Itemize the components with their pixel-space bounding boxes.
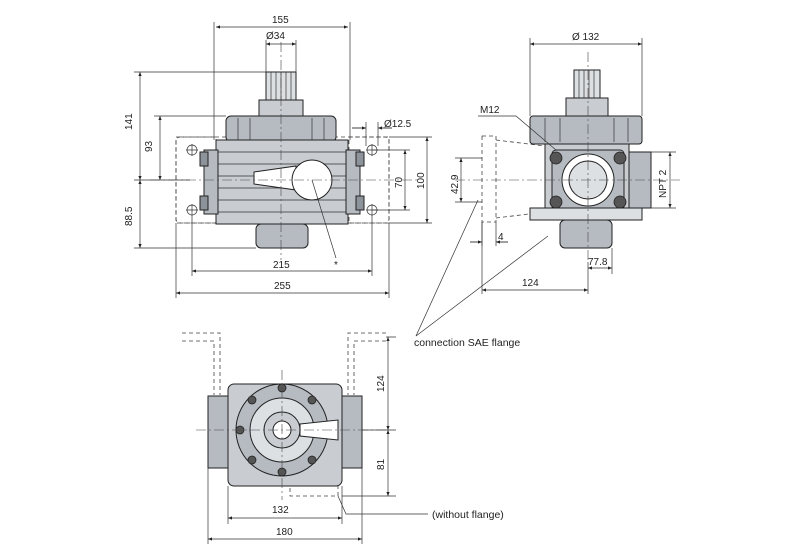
dim-34-label: Ø34 [266, 31, 285, 42]
note-without-flange: (without flange) [432, 509, 504, 521]
dim-141-label: 141 [124, 113, 135, 130]
front-cover-ribs [237, 118, 325, 140]
dim-4-label: 4 [498, 232, 504, 243]
dim-885-label: 88.5 [124, 206, 135, 226]
front-port-right-nut-bottom [355, 195, 365, 211]
dim-255-label: 255 [274, 281, 291, 292]
dim-npt-label: NPT 2 [658, 169, 669, 198]
side-flange-dashed-lines [495, 139, 546, 219]
front-asterisk-leader [311, 179, 337, 259]
bottom-bracket-right [347, 332, 386, 395]
side-shaft [573, 69, 601, 99]
dim-215-label: 215 [273, 260, 290, 271]
side-shaft-splines [578, 70, 595, 98]
dim-right-ext [372, 136, 432, 224]
note-connection-sae: connection SAE flange [414, 337, 520, 349]
side-bolt-2 [613, 151, 627, 165]
sae-leader-2 [415, 235, 549, 337]
side-shaft-collar [565, 97, 609, 117]
dim-125-ext [365, 122, 379, 146]
m12-label: M12 [480, 105, 500, 116]
front-bottom-boss [255, 223, 309, 249]
dim-180-label: 180 [276, 527, 293, 538]
dim-778-label: 77.8 [588, 257, 608, 268]
dim-70-label: 70 [394, 176, 405, 188]
front-port-right-nut-top [355, 151, 365, 167]
dim-100-label: 100 [416, 172, 427, 189]
dim-155-label: 155 [272, 15, 289, 26]
side-bolt-3 [549, 195, 563, 209]
without-flange-leader [337, 495, 428, 515]
side-bottom-boss [559, 219, 613, 249]
dim-132b-label: 132 [272, 505, 289, 516]
dim-429-label: 42.9 [450, 174, 461, 194]
dim-81-label: 81 [376, 458, 387, 470]
side-bolt-1 [549, 151, 563, 165]
side-cover-ribs [544, 118, 629, 142]
front-port-left-nut-bottom [199, 195, 209, 211]
dim-132s-ext [529, 38, 643, 116]
bottom-view: 124 81 132 180 (without flange) [182, 332, 504, 544]
dim-155-ext [213, 22, 351, 140]
dim-npt-ext [651, 151, 676, 209]
dim-132s-label: Ø 132 [572, 32, 600, 43]
dim-124b-label: 124 [376, 375, 387, 392]
dim-left-ext [134, 71, 266, 249]
side-cover [529, 115, 643, 145]
dim-124s-label: 124 [522, 278, 539, 289]
side-flange-dashed [481, 135, 497, 223]
m12-leader [478, 115, 557, 151]
dim-125-label: Ø12.5 [384, 119, 412, 130]
front-view: * 155 Ø34 141 93 88.5 Ø12.5 70 100 215 [124, 15, 432, 298]
sae-leader-1 [415, 199, 479, 337]
dim-93-label: 93 [144, 140, 155, 152]
side-bolt-4 [613, 195, 627, 209]
side-bottom-plate [529, 207, 643, 221]
front-asterisk: * [334, 260, 338, 271]
dim-bottom-ext [175, 216, 390, 298]
bottom-bracket-left [182, 332, 221, 395]
side-view: Ø 132 M12 42.9 NPT 2 4 77.8 124 [450, 32, 680, 294]
front-port-left-nut-top [199, 151, 209, 167]
dim-4-ext [481, 222, 497, 246]
